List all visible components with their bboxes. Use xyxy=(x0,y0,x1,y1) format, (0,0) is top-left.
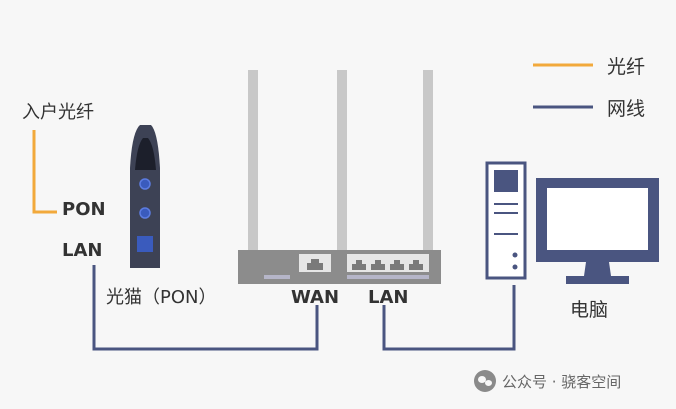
incoming-fiber-label: 入户光纤 xyxy=(22,102,94,123)
modem-name-label: 光猫（PON） xyxy=(106,287,217,308)
monitor-screen xyxy=(547,188,648,250)
modem-lan-label: LAN xyxy=(62,240,103,261)
router-status-strip xyxy=(347,275,429,279)
modem-lan-port xyxy=(137,236,153,252)
monitor-stand xyxy=(584,262,611,276)
modem-pon-label: PON xyxy=(62,199,106,220)
router-antenna xyxy=(337,70,347,255)
router-wan-port-socket xyxy=(307,259,323,270)
computer-monitor xyxy=(536,178,659,284)
tower-power-button xyxy=(512,252,518,258)
modem-indicator-light xyxy=(139,178,151,190)
modem-indicator-light xyxy=(139,207,151,219)
router-antenna xyxy=(248,70,258,255)
wechat-icon xyxy=(474,370,496,392)
legend-fiber-label: 光纤 xyxy=(607,56,646,78)
router-lan-label: LAN xyxy=(368,287,409,308)
optical-modem xyxy=(130,125,160,268)
legend-ethernet-label: 网线 xyxy=(607,98,646,120)
computer-label: 电脑 xyxy=(570,299,609,321)
watermark-text: 公众号 · 骁客空间 xyxy=(502,372,622,391)
router-lan-port-socket xyxy=(390,260,404,270)
fiber-cable xyxy=(32,130,57,214)
router-lan-port-socket xyxy=(409,260,423,270)
watermark: 公众号 · 骁客空间 xyxy=(474,370,621,392)
ethernet-cable-router-computer xyxy=(382,285,516,351)
router-status-strip xyxy=(264,275,290,279)
router xyxy=(238,70,441,284)
router-lan-port-socket xyxy=(352,260,366,270)
tower-drive-bay xyxy=(494,170,518,192)
tower-power-button xyxy=(512,264,518,270)
computer-tower xyxy=(485,161,527,280)
router-lan-port-socket xyxy=(371,260,385,270)
monitor-base xyxy=(566,276,629,284)
router-wan-label: WAN xyxy=(291,287,340,308)
ethernet-cable-modem-router xyxy=(92,265,319,351)
router-lan-ports xyxy=(347,254,429,272)
modem-top-highlight xyxy=(135,138,156,170)
router-antenna xyxy=(423,70,433,255)
